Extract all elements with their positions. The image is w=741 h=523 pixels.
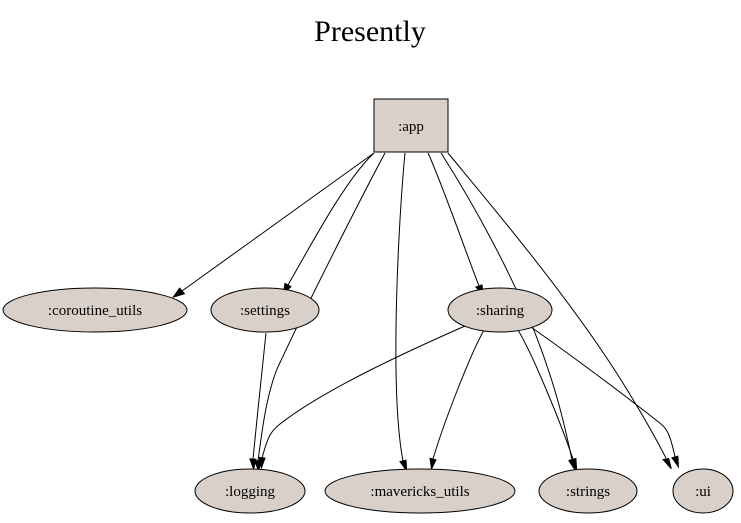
node-strings-label: :strings [566,484,610,500]
edge-sharing-to-ui [527,324,679,469]
node-app[interactable]: :app [373,98,449,153]
edge-app-to-logging [254,152,386,473]
node-logging-label: :logging [225,484,276,500]
node-strings[interactable]: :strings [538,468,638,514]
graph-title: Presently [314,15,426,48]
edge-sharing-to-mavericks-utils [429,329,485,471]
node-sharing[interactable]: :sharing [447,287,553,333]
node-settings-label: :settings [240,303,290,319]
node-ui[interactable]: :ui [672,468,734,514]
node-coroutine-utils-label: :coroutine_utils [48,303,142,319]
edge-app-to-settings [282,152,375,296]
edge-app-to-sharing [427,152,485,296]
nodes-group: :app :coroutine_utils :settings :sharing… [2,98,734,514]
node-settings[interactable]: :settings [210,287,320,333]
edge-app-to-mavericks-utils [395,152,408,473]
node-mavericks-utils[interactable]: :mavericks_utils [324,468,516,514]
node-ui-label: :ui [695,484,711,500]
edges-group [171,152,679,473]
edge-app-to-coroutine-utils [171,152,375,299]
edge-sharing-to-logging [258,325,466,470]
node-app-label: :app [398,119,424,135]
edge-app-to-ui [447,152,672,470]
node-mavericks-utils-label: :mavericks_utils [370,484,469,500]
edge-settings-to-logging [249,332,267,472]
node-coroutine-utils[interactable]: :coroutine_utils [2,287,188,333]
node-logging[interactable]: :logging [194,468,306,514]
node-sharing-label: :sharing [476,303,525,319]
edge-sharing-to-strings [517,329,578,471]
